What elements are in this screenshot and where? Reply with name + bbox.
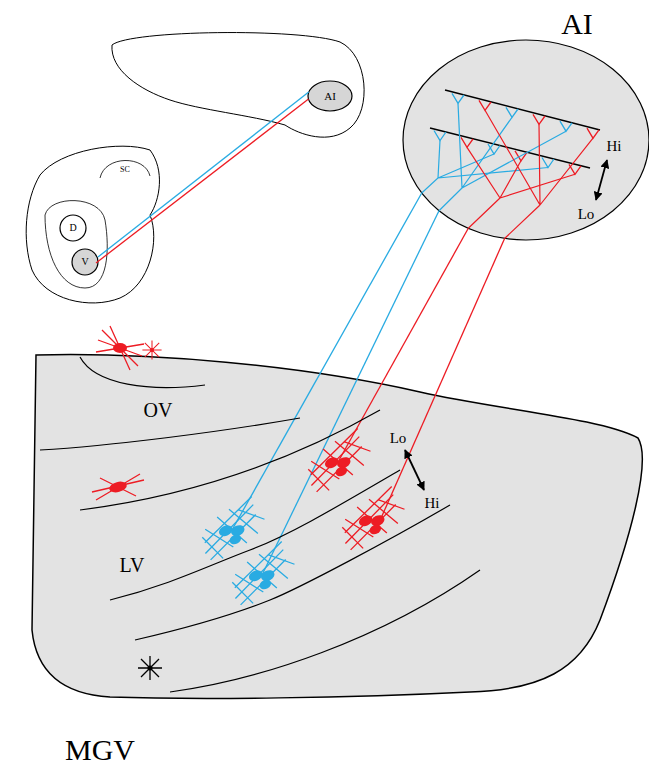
colliculus-outline — [100, 160, 150, 178]
node-label: AI — [561, 9, 593, 39]
node-label: V — [81, 257, 88, 267]
region-outline — [32, 355, 642, 699]
thalamus-outline — [45, 201, 107, 288]
subdivision-label: LV — [120, 555, 145, 575]
ellipse-outline — [60, 215, 86, 241]
inset-nucleus: V — [72, 249, 98, 275]
node-outline — [28, 340, 649, 705]
inset-area: AI — [308, 81, 352, 111]
axis-label: Lo — [390, 431, 407, 446]
node-label: MGV — [65, 735, 135, 765]
node-label: AI — [324, 91, 336, 102]
subdivision-label: OV — [144, 400, 173, 420]
axis-label: Lo — [578, 207, 595, 222]
ellipse-outline — [308, 81, 352, 111]
axon-projection — [96, 99, 309, 263]
ellipse-outline — [72, 249, 98, 275]
axis-label: Hi — [607, 139, 622, 154]
node-label: D — [69, 223, 76, 233]
structure-label: SC — [120, 166, 130, 174]
axon-projection — [98, 92, 309, 257]
axis-label: Hi — [425, 496, 440, 511]
cortex-outline — [112, 33, 364, 138]
inset-nucleus: D — [60, 215, 86, 241]
thalamus-region: MGV — [28, 340, 649, 705]
ellipse-outline — [403, 40, 649, 240]
